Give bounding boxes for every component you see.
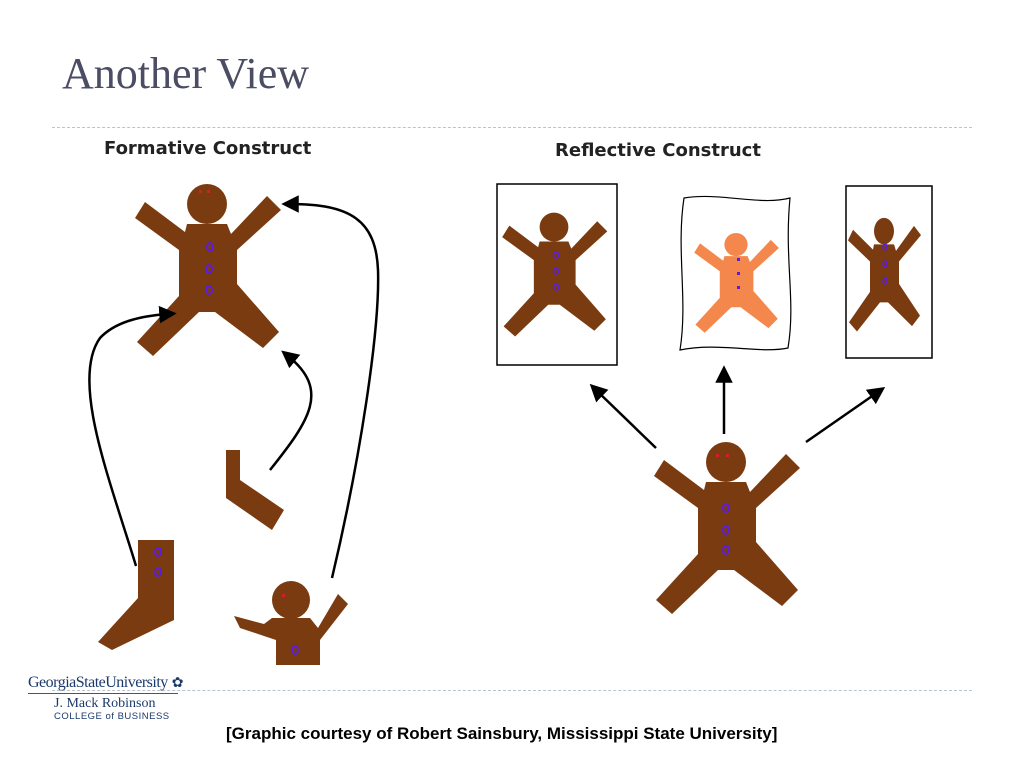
formative-part-arm [226, 450, 284, 530]
formative-part-leg [98, 540, 174, 650]
college-name: COLLEGE of BUSINESS [54, 711, 170, 722]
formative-arrow-arm [269, 350, 313, 471]
gsu-logo: GeorgiaStateUniversity ✿ J. Mack Robinso… [28, 674, 208, 722]
formative-eyes [199, 190, 210, 193]
reflective-arrow-1 [589, 383, 657, 449]
bottom-divider [52, 690, 972, 691]
top-divider [52, 127, 972, 128]
formative-arrow-head [281, 195, 380, 579]
reflective-gingerbread-man [654, 442, 800, 614]
gsu-flame-icon: ✿ [171, 675, 184, 691]
university-name: GeorgiaStateUniversity [28, 674, 168, 691]
reflective-indicator-2-buttons [737, 258, 740, 289]
reflective-indicator-3-buttons [882, 243, 888, 285]
reflective-arrow-3 [805, 387, 886, 444]
graphic-credit: [Graphic courtesy of Robert Sainsbury, M… [226, 724, 778, 743]
formative-arrow-leg [88, 305, 177, 567]
formative-buttons [205, 242, 214, 295]
logo-rule [28, 693, 178, 694]
formative-construct-label: Formative Construct [104, 138, 312, 159]
reflective-buttons [722, 503, 730, 555]
reflective-eyes [716, 454, 729, 457]
reflective-indicator-1-buttons [552, 251, 560, 291]
slide-title: Another View [62, 49, 310, 98]
school-name: J. Mack Robinson [54, 696, 156, 711]
formative-part-head [234, 581, 348, 665]
reflective-construct-label: Reflective Construct [555, 140, 761, 161]
formative-part-head-details [282, 594, 299, 655]
formative-gingerbread-man [135, 184, 281, 356]
formative-part-leg-buttons [154, 547, 162, 577]
